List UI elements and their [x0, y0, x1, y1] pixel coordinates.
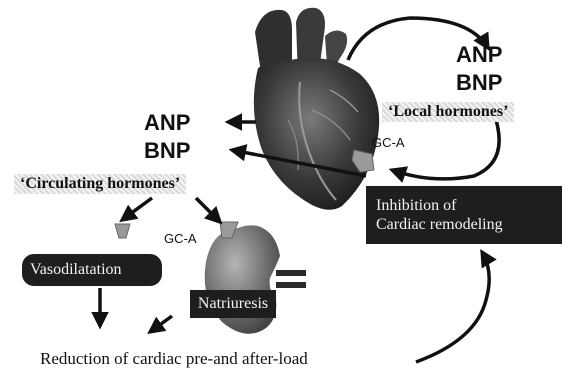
circulating-to-kidney-arrow [196, 198, 220, 222]
local-hormones-label: ‘Local hormones’ [382, 102, 514, 122]
gc-a-kidney-label: GC-A [164, 232, 197, 245]
reduction-label: Reduction of cardiac pre-and after-load [40, 350, 308, 367]
inhibition-remodeling-box: Inhibition of Cardiac remodeling [366, 186, 562, 244]
bnp-circulating-label: BNP [144, 140, 190, 162]
gc-a-heart-label: GC-A [372, 136, 405, 149]
inhibition-line-1: Inhibition of [376, 196, 456, 215]
gc-a-receptor-vaso-shape [115, 224, 130, 238]
circulating-to-vaso-arrow [122, 198, 152, 220]
vasodilatation-label: Vasodilatation [30, 261, 122, 279]
inhibition-line-2: Cardiac remodeling [376, 215, 503, 234]
reduction-to-remodeling-arrow [416, 252, 489, 362]
anp-local-label: ANP [456, 44, 502, 66]
bnp-local-label: BNP [456, 72, 502, 94]
vasodilatation-box: Vasodilatation [22, 254, 162, 286]
natriuresis-box: Natriuresis [190, 290, 276, 318]
circulating-hormones-label: ‘Circulating hormones’ [14, 174, 186, 194]
anp-circulating-label: ANP [144, 112, 190, 134]
local-hormones-return-arrow [392, 120, 499, 179]
natriuresis-label: Natriuresis [198, 295, 268, 313]
natriuresis-to-reduction-arrow [150, 316, 172, 332]
